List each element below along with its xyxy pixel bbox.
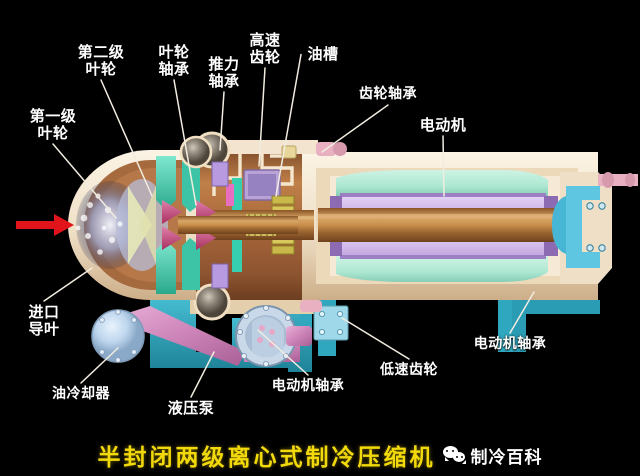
leader-hydraulic-pump: [190, 351, 215, 398]
leader-high-speed-gear: [258, 67, 266, 167]
figure-title: 半封闭两级离心式制冷压缩机: [97, 444, 436, 471]
leader-motor: [442, 135, 445, 197]
leader-gear-bearing: [321, 104, 389, 153]
leader-oil-groove: [275, 53, 302, 197]
figure-title-bar: 半封闭两级离心式制冷压缩机 制冷百科: [0, 434, 640, 476]
leader-motor-bearing-left: [257, 329, 309, 376]
watermark: 制冷百科: [442, 443, 543, 468]
motor-bearing-left-flange: [313, 305, 349, 341]
leader-motor-bearing-right: [509, 291, 535, 334]
leader-low-speed-gear: [341, 317, 410, 360]
leader-second-stage-impeller: [100, 79, 153, 197]
watermark-text: 制冷百科: [470, 447, 543, 468]
gear-bearing-lower: [193, 283, 231, 321]
wechat-icon: [442, 446, 466, 464]
oil-pipe: [112, 306, 246, 366]
leader-inlet-guide-vanes: [43, 267, 93, 302]
oil-circuit: [91, 304, 349, 367]
first-stage-impeller-vane: [162, 200, 182, 224]
leader-first-stage-impeller: [52, 143, 117, 219]
leader-thrust-bearing: [219, 91, 225, 151]
leader-lines: [43, 53, 535, 398]
inlet-guide-vanes-assembly: [75, 179, 168, 271]
oil-cooler-vessel: [91, 309, 145, 363]
suction-gas-inlet-arrow: [16, 214, 74, 236]
leader-impeller-bearing: [173, 79, 197, 206]
leader-oil-cooler: [80, 347, 119, 384]
impeller-stages: [156, 135, 298, 294]
motor-bearing-right-assembly: [552, 172, 638, 284]
